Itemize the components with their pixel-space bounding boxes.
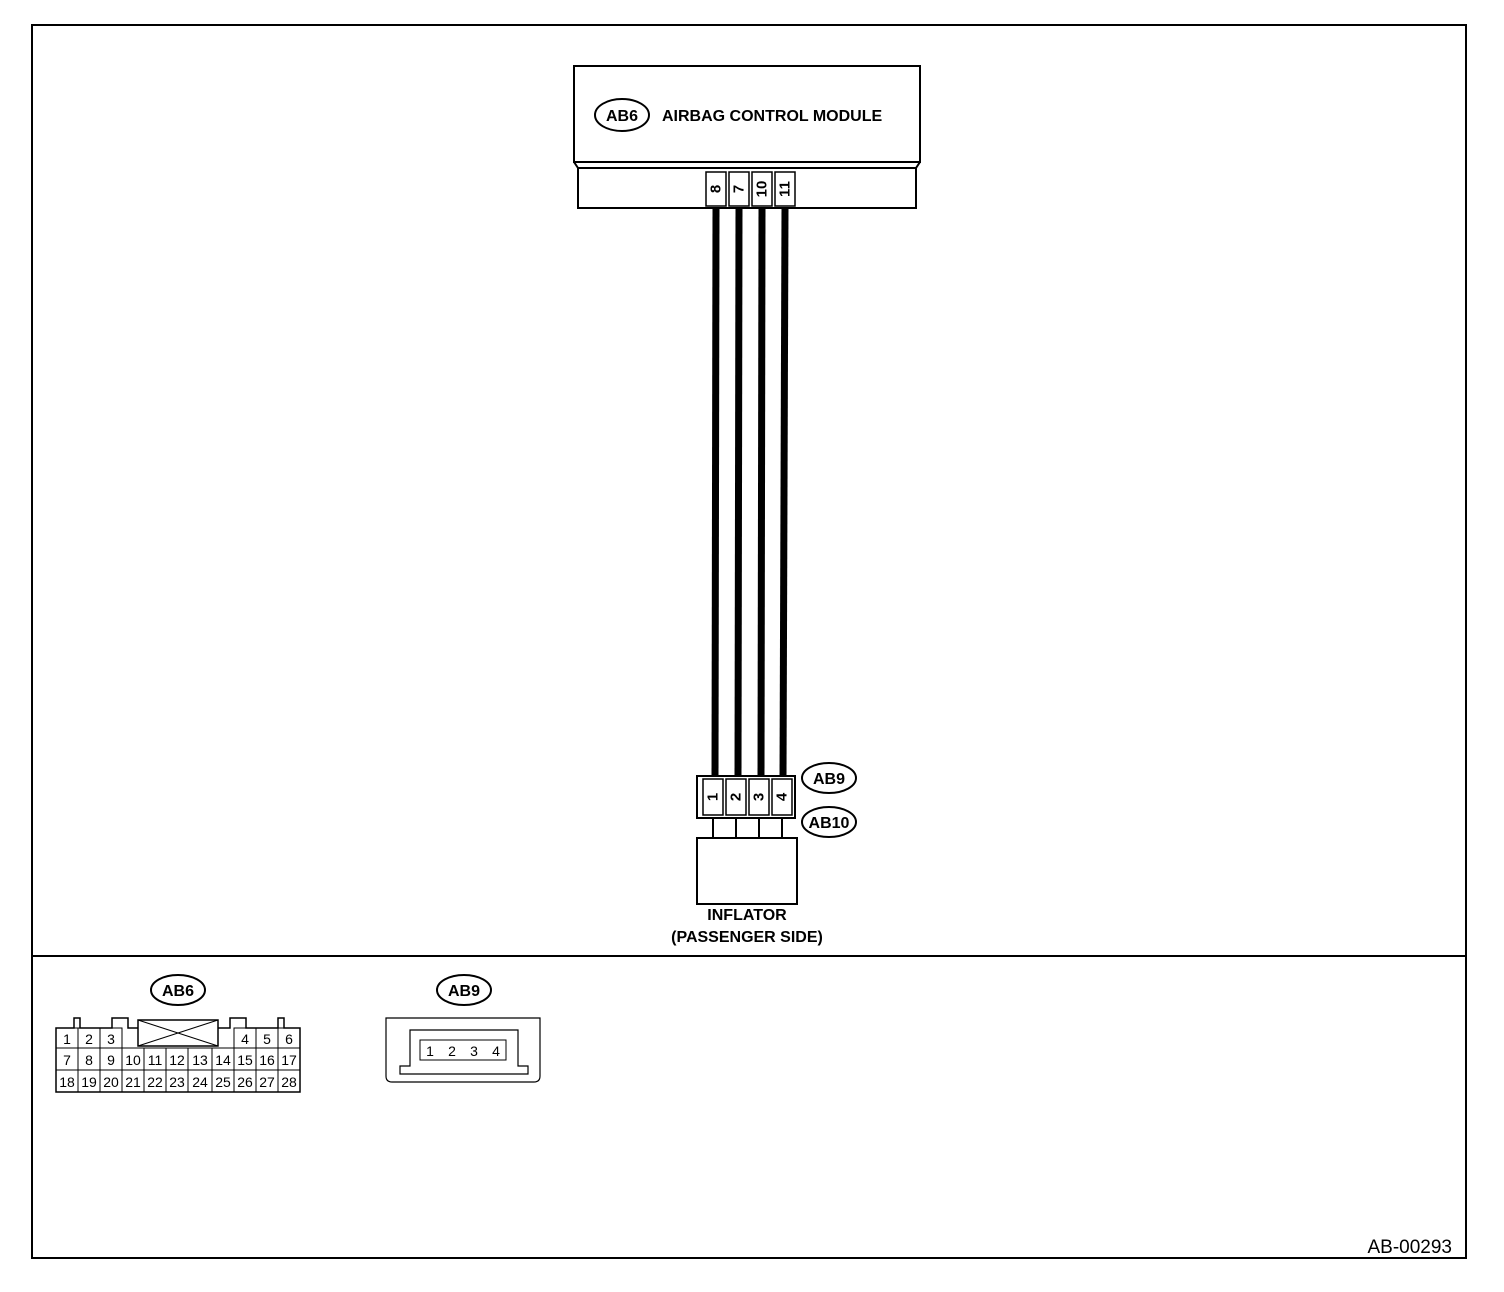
module-pin-cell (751, 171, 773, 207)
ab6-pin-label: 13 (192, 1052, 208, 1068)
inflator-pin-cell (748, 778, 770, 816)
module-pin-label: 8 (708, 185, 725, 193)
ab6-pin-label: 15 (237, 1052, 253, 1068)
ab6-pin-label: 9 (107, 1052, 115, 1068)
ab6-pin-label: 3 (107, 1031, 115, 1047)
inflator-connector: 1 2 3 4 AB9 AB10 (696, 762, 857, 838)
ab6-pin-label: 12 (169, 1052, 185, 1068)
ab9-pin-label: 2 (448, 1043, 456, 1059)
inflator-side-label: (PASSENGER SIDE) (671, 929, 823, 946)
inflator: INFLATOR (PASSENGER SIDE) (671, 837, 823, 946)
wire (734, 207, 743, 779)
ab6-pin-label: 26 (237, 1074, 253, 1090)
ab6-pin-label: 8 (85, 1052, 93, 1068)
outer-frame (31, 24, 1467, 1259)
ab6-pin-label: 24 (192, 1074, 208, 1090)
ab6-connector-face: AB6 1 2 3 4 5 6 7 8 9 10 11 12 13 1 (55, 974, 301, 1093)
ab9-pin-label: 1 (426, 1043, 434, 1059)
ab9-connector-face: AB9 1 2 3 4 (385, 974, 541, 1083)
ab10-badge (801, 806, 857, 838)
ab6-pin-label: 11 (148, 1052, 163, 1068)
ab6-pin-label: 20 (103, 1074, 119, 1090)
ab6-pin-label: 23 (169, 1074, 185, 1090)
ab6-legend-badge (150, 974, 206, 1006)
inflator-connector-bottom-id: AB10 (809, 815, 850, 832)
ab9-housing (385, 1017, 541, 1083)
module-pin-cell (728, 171, 750, 207)
module-pin-label: 7 (731, 185, 748, 193)
figure-reference-code: AB-00293 (1367, 1237, 1452, 1258)
ab9-legend-badge (436, 974, 492, 1006)
wire (711, 207, 720, 779)
module-connector-id: AB6 (606, 108, 638, 125)
ab9-pin-block (419, 1039, 507, 1061)
module-name: AIRBAG CONTROL MODULE (662, 108, 882, 125)
inflator-pin-label: 1 (705, 793, 722, 801)
inflator-pin-cell (771, 778, 793, 816)
ab6-pin-label: 22 (147, 1074, 163, 1090)
inflator-pin-label: 2 (728, 793, 745, 801)
ab9-inner-shell (399, 1029, 529, 1075)
inflator-connector-top-id: AB9 (813, 771, 845, 788)
ab6-pin-label: 21 (125, 1074, 141, 1090)
ab6-pin-label: 14 (215, 1052, 231, 1068)
inflator-pin-cell (725, 778, 747, 816)
ab6-pin-label: 25 (215, 1074, 231, 1090)
ab9-legend-id: AB9 (448, 983, 480, 1000)
module-pin-label: 11 (777, 181, 794, 197)
module-body (573, 65, 921, 163)
ab6-pin-label: 5 (263, 1031, 271, 1047)
wire (757, 207, 766, 779)
wire-harness (711, 207, 789, 779)
ab9-pin-label: 4 (492, 1043, 500, 1059)
ab6-pin-label: 4 (241, 1031, 249, 1047)
inflator-pin-cell (702, 778, 724, 816)
module-pins: 8 7 10 11 (705, 171, 796, 207)
ab9-pin-label: 3 (470, 1043, 478, 1059)
ab6-pin-label: 27 (259, 1074, 275, 1090)
wire (779, 207, 789, 779)
ab6-pin-label: 1 (63, 1031, 71, 1047)
inflator-pin-label: 4 (774, 792, 791, 801)
inflator-body (696, 837, 798, 905)
ab6-pin-label: 28 (281, 1074, 297, 1090)
ab6-legend-id: AB6 (162, 983, 194, 1000)
module-pin-label: 10 (754, 181, 771, 198)
ab6-pin-label: 10 (125, 1052, 141, 1068)
ab6-pin-label: 2 (85, 1031, 93, 1047)
ab6-pin-label: 17 (281, 1052, 297, 1068)
ab6-pin-label: 6 (285, 1031, 293, 1047)
ab6-pin-label: 19 (81, 1074, 97, 1090)
module-pin-cell (705, 171, 727, 207)
ab9-badge (801, 762, 857, 794)
module-pin-cell (774, 171, 796, 207)
ab6-pin-label: 7 (63, 1052, 71, 1068)
ab6-pin-label: 16 (259, 1052, 275, 1068)
inflator-pin-label: 3 (751, 793, 768, 801)
inflator-label: INFLATOR (707, 907, 787, 924)
module-connector-id-badge (594, 98, 650, 132)
ab6-pin-label: 18 (59, 1074, 75, 1090)
